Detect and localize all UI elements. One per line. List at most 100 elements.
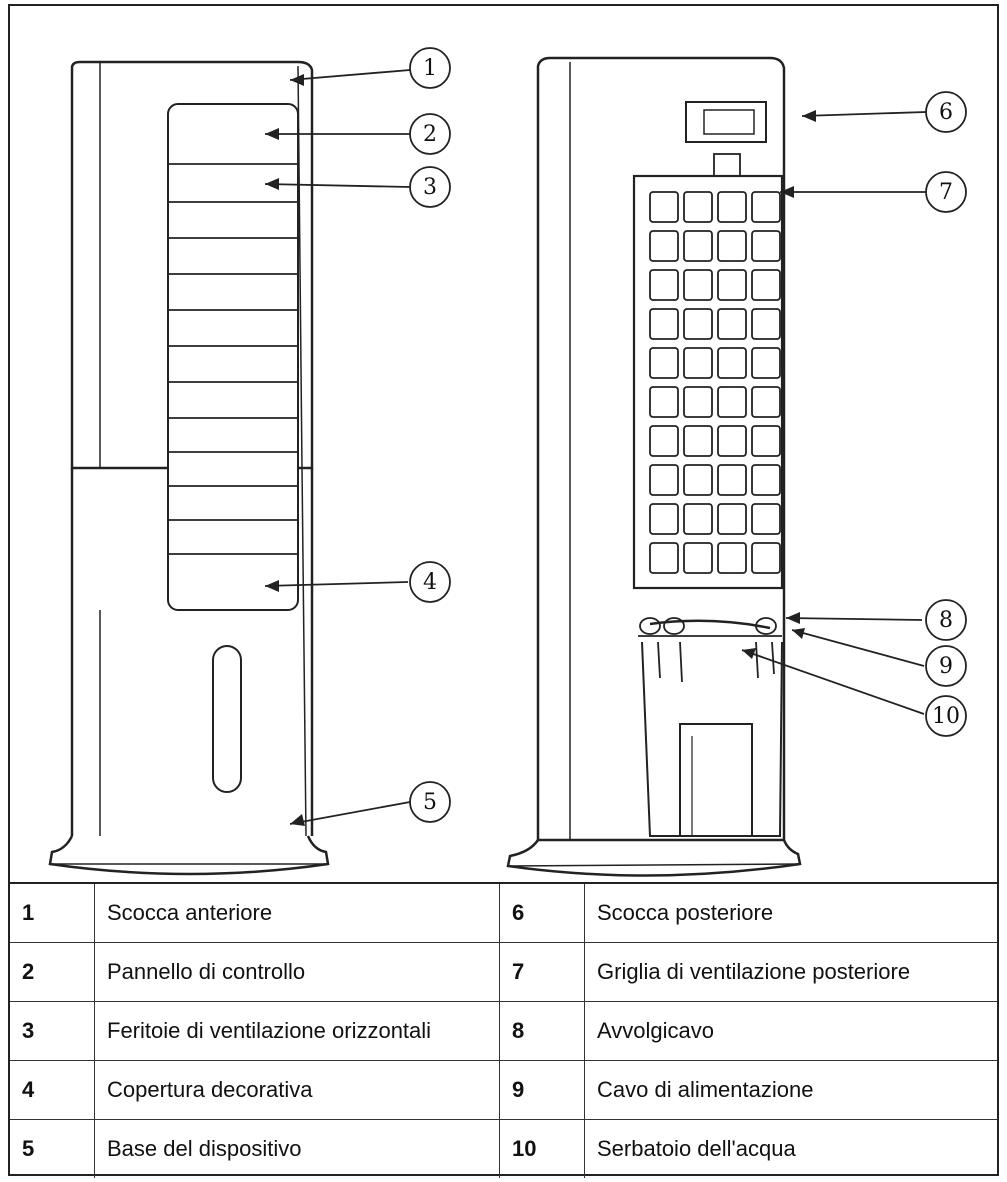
callout-number: 10 [932, 704, 960, 729]
grille-cell [683, 230, 713, 262]
callout-number: 7 [939, 180, 953, 205]
legend-number: 3 [10, 1001, 95, 1061]
legend-label: Scocca anteriore [94, 884, 500, 943]
callout-markers: 1 2 3 4 5 6 7 8 9 10 [409, 47, 967, 823]
grille-cell [751, 308, 781, 340]
callout-circle [925, 695, 967, 737]
grille-cell [649, 269, 679, 301]
grille-cell [717, 464, 747, 496]
callout-7: 7 [925, 171, 967, 213]
callout-4: 4 [409, 561, 451, 603]
grille-cell [717, 191, 747, 223]
legend-number: 9 [499, 1060, 585, 1120]
grille-cell [683, 308, 713, 340]
legend-label: Serbatoio dell'acqua [584, 1119, 997, 1178]
callout-number: 1 [423, 56, 437, 81]
rear-grille [649, 191, 781, 574]
callout-circle [925, 599, 967, 641]
callout-6: 6 [925, 91, 967, 133]
legend-number: 2 [10, 942, 95, 1002]
grille-cell [649, 191, 679, 223]
callout-10: 10 [925, 695, 967, 737]
grille-cell [649, 503, 679, 535]
callout-1: 1 [409, 47, 451, 89]
callout-circle [925, 91, 967, 133]
grille-cell [649, 230, 679, 262]
callout-circle [925, 645, 967, 687]
callout-number: 4 [423, 570, 437, 595]
legend-label: Avvolgicavo [584, 1001, 997, 1061]
legend-number: 4 [10, 1060, 95, 1120]
callout-number: 9 [939, 654, 953, 679]
grille-cell [683, 386, 713, 418]
legend-number: 6 [499, 884, 585, 943]
legend-number: 8 [499, 1001, 585, 1061]
grille-cell [683, 425, 713, 457]
grille-cell [751, 464, 781, 496]
grille-cell [683, 503, 713, 535]
grille-cell [717, 269, 747, 301]
grille-cell [751, 269, 781, 301]
callout-circle [925, 171, 967, 213]
legend-label: Pannello di controllo [94, 942, 500, 1002]
grille-cell [717, 308, 747, 340]
grille-cell [683, 347, 713, 379]
grille-cell [683, 269, 713, 301]
product-illustration: 1 2 3 4 5 6 7 8 9 10 [10, 6, 997, 882]
grille-cell [751, 191, 781, 223]
cord-wrap [638, 617, 782, 683]
legend-label: Griglia di ventilazione posteriore [584, 942, 997, 1002]
grille-cell [751, 503, 781, 535]
legend-label: Scocca posteriore [584, 884, 997, 943]
callout-circle [409, 47, 451, 89]
grille-cell [751, 542, 781, 574]
legend-number: 1 [10, 884, 95, 943]
grille-cell [717, 230, 747, 262]
callout-5: 5 [409, 781, 451, 823]
grille-cell [751, 425, 781, 457]
legend-number: 10 [499, 1119, 585, 1178]
grille-cell [649, 308, 679, 340]
grille-cell [717, 386, 747, 418]
legend-number: 5 [10, 1119, 95, 1178]
grille-cell [683, 542, 713, 574]
grille-cell [751, 230, 781, 262]
callout-circle [409, 561, 451, 603]
callout-number: 3 [423, 175, 437, 200]
callout-circle [409, 781, 451, 823]
grille-cell [683, 464, 713, 496]
grille-cell [649, 542, 679, 574]
grille-cell [717, 425, 747, 457]
grille-cell [717, 347, 747, 379]
leader-lines [264, 69, 927, 825]
front-view [48, 60, 330, 876]
callout-number: 8 [939, 608, 953, 633]
air-cooler-drawing: 1 2 3 4 5 6 7 8 9 10 [48, 47, 967, 877]
legend-number: 7 [499, 942, 585, 1002]
legend-label: Cavo di alimentazione [584, 1060, 997, 1120]
callout-8: 8 [925, 599, 967, 641]
grille-cell [717, 503, 747, 535]
callout-number: 2 [423, 122, 437, 147]
grille-cell [649, 347, 679, 379]
callout-3: 3 [409, 166, 451, 208]
callout-circle [409, 166, 451, 208]
legend-label: Base del dispositivo [94, 1119, 500, 1178]
grille-cell [649, 425, 679, 457]
callout-2: 2 [409, 113, 451, 155]
rear-view [506, 56, 802, 877]
grille-cell [649, 386, 679, 418]
grille-cell [751, 386, 781, 418]
louvres [168, 201, 298, 555]
grille-cell [717, 542, 747, 574]
callout-number: 5 [423, 790, 437, 815]
callout-number: 6 [939, 100, 953, 125]
